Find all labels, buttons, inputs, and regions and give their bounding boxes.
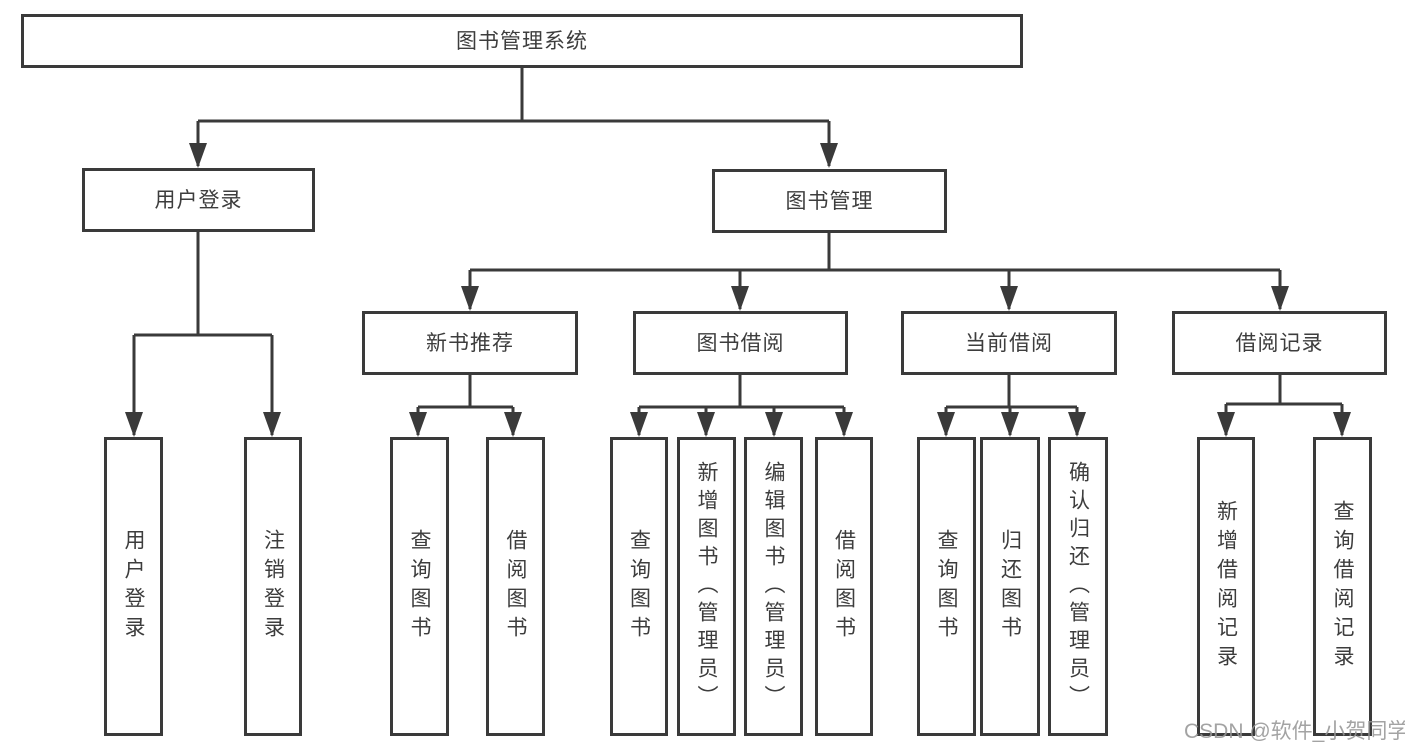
node-current-borrowing-label: 当前借阅: [965, 331, 1053, 355]
node-book-management: 图书管理: [712, 169, 947, 233]
node-root: 图书管理系统: [21, 14, 1023, 68]
leaf-user-login: 用户登录: [104, 437, 163, 736]
arrow-icon: [630, 412, 648, 437]
leaf-edit-book-admin: 编辑图书（管理员）: [744, 437, 803, 736]
leaf-query-books-borrowing-label: 查询图书: [627, 528, 651, 645]
node-book-management-label: 图书管理: [785, 189, 874, 213]
leaf-add-borrow-record: 新增借阅记录: [1197, 437, 1255, 736]
leaf-return-book-label: 归还图书: [998, 528, 1022, 645]
arrow-icon: [765, 412, 783, 437]
leaf-logout: 注销登录: [244, 437, 302, 736]
node-book-borrowing-label: 图书借阅: [696, 331, 785, 355]
leaf-borrow-books-recommend: 借阅图书: [486, 437, 545, 736]
leaf-edit-book-admin-label: 编辑图书（管理员）: [762, 460, 785, 713]
arrow-icon: [504, 412, 522, 437]
arrow-icon: [731, 286, 749, 311]
arrow-icon: [263, 412, 281, 437]
leaf-query-books-recommend-label: 查询图书: [408, 528, 431, 645]
leaf-add-book-admin: 新增图书（管理员）: [677, 437, 736, 736]
node-root-label: 图书管理系统: [456, 29, 588, 53]
arrow-icon: [835, 412, 853, 437]
arrow-icon: [1217, 412, 1235, 437]
leaf-confirm-return-admin: 确认归还（管理员）: [1048, 437, 1108, 736]
arrow-icon: [1000, 286, 1018, 311]
leaf-return-book: 归还图书: [980, 437, 1040, 736]
arrow-icon: [1271, 286, 1289, 311]
arrow-icon: [1333, 412, 1351, 437]
leaf-query-books-recommend: 查询图书: [390, 437, 449, 736]
leaf-query-books-current-label: 查询图书: [935, 528, 958, 645]
arrow-icon: [697, 412, 715, 437]
arrowheads: [125, 143, 1351, 437]
arrow-icon: [937, 412, 955, 437]
leaf-query-books-current: 查询图书: [917, 437, 976, 736]
leaf-borrow-books-recommend-label: 借阅图书: [504, 528, 527, 645]
leaf-user-login-label: 用户登录: [122, 528, 145, 645]
leaf-borrow-books: 借阅图书: [815, 437, 873, 736]
arrow-icon: [409, 412, 427, 437]
node-borrow-records: 借阅记录: [1172, 311, 1387, 375]
arrow-icon: [461, 286, 479, 311]
leaf-query-borrow-record: 查询借阅记录: [1313, 437, 1372, 736]
arrow-icon: [1068, 412, 1086, 437]
node-borrow-records-label: 借阅记录: [1235, 331, 1324, 355]
arrow-icon: [1001, 412, 1019, 437]
node-new-book-recommend-label: 新书推荐: [426, 331, 514, 355]
node-user-login-label: 用户登录: [154, 188, 243, 212]
node-new-book-recommend: 新书推荐: [362, 311, 578, 375]
node-book-borrowing: 图书借阅: [633, 311, 848, 375]
leaf-query-books-borrowing: 查询图书: [610, 437, 668, 736]
arrow-icon: [820, 143, 838, 168]
connector-paths: [132, 68, 1344, 435]
leaf-borrow-books-label: 借阅图书: [832, 528, 856, 645]
csdn-watermark: CSDN @软件_小贺同学: [1184, 720, 1405, 743]
leaf-logout-label: 注销登录: [261, 528, 285, 645]
leaf-confirm-return-admin-label: 确认归还（管理员）: [1066, 460, 1090, 713]
leaf-query-borrow-record-label: 查询借阅记录: [1331, 499, 1354, 674]
node-current-borrowing: 当前借阅: [901, 311, 1117, 375]
node-user-login: 用户登录: [82, 168, 315, 232]
leaf-add-book-admin-label: 新增图书（管理员）: [695, 460, 718, 713]
arrow-icon: [125, 412, 143, 437]
leaf-add-borrow-record-label: 新增借阅记录: [1214, 499, 1238, 674]
arrow-icon: [189, 143, 207, 168]
